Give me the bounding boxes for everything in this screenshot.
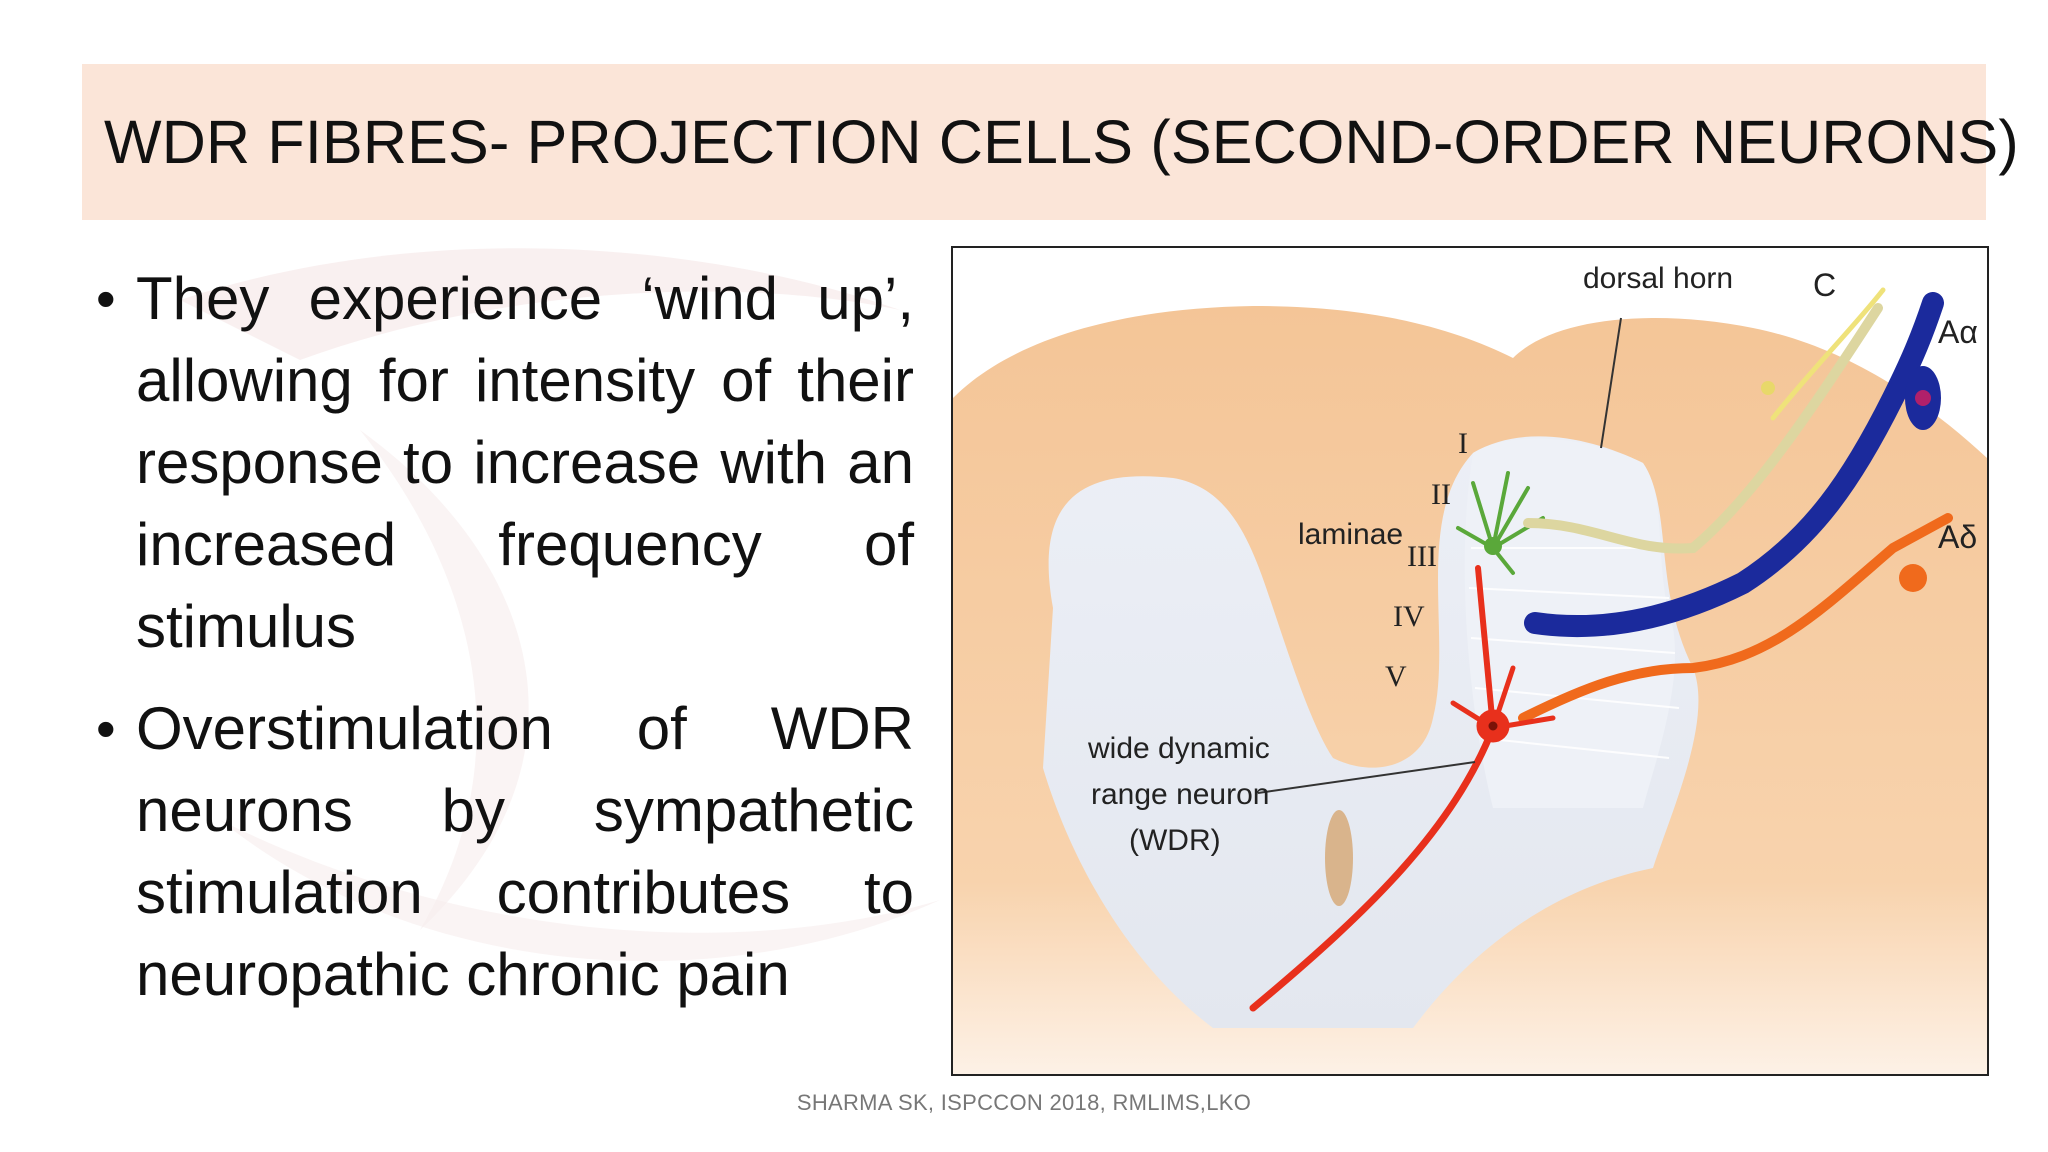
laminae-label: laminae [1298, 518, 1403, 551]
bullet-text: Overstimulation of WDR neurons by sympat… [136, 695, 914, 1008]
c-fibre-label: C [1813, 267, 1836, 303]
bullet-dot-icon: • [96, 697, 116, 760]
bullet-item: • Overstimulation of WDR neurons by symp… [96, 688, 914, 1016]
bullet-item: • They experience ‘wind up’, allowing fo… [96, 258, 914, 668]
lamina-numeral-II: II [1431, 478, 1451, 511]
wdr-leader-line [1257, 761, 1476, 794]
dorsal-horn-label: dorsal horn [1583, 262, 1733, 295]
lamina-numeral-III: III [1407, 540, 1437, 573]
central-canal [1325, 810, 1353, 906]
title-bar: WDR FIBRES- PROJECTION CELLS (SECOND-ORD… [82, 64, 2019, 220]
bullet-list: • They experience ‘wind up’, allowing fo… [96, 258, 914, 1036]
a-alpha-fibre [1524, 292, 1944, 638]
c-fibre [1523, 287, 1886, 554]
bullet-dot-icon: • [96, 267, 116, 330]
wdr-label-line1: wide dynamic [1087, 732, 1270, 765]
a-alpha-label: Aα [1938, 314, 1978, 350]
lamina-numeral-IV: IV [1393, 600, 1425, 633]
bullet-text: They experience ‘wind up’, allowing for … [136, 265, 914, 660]
lamina-numeral-I: I [1458, 427, 1468, 460]
a-delta-fibre [1518, 513, 1953, 723]
dorsal-horn-diagram: dorsal horn C Aα Aδ laminae I II III IV … [951, 246, 1989, 1076]
wdr-label-line3: (WDR) [1129, 824, 1221, 857]
slide-title: WDR FIBRES- PROJECTION CELLS (SECOND-ORD… [104, 108, 2019, 176]
dorsal-horn-leader-line [1600, 317, 1622, 449]
wdr-label-line2: range neuron [1091, 778, 1269, 811]
diagram-canvas: dorsal horn C Aα Aδ laminae I II III IV … [953, 262, 1987, 1074]
lamina-numeral-V: V [1385, 660, 1407, 693]
a-delta-label: Aδ [1938, 519, 1977, 555]
wdr-neuron [1249, 565, 1556, 1012]
slide-footer: SHARMA SK, ISPCCON 2018, RMLIMS,LKO [796, 1090, 1252, 1115]
